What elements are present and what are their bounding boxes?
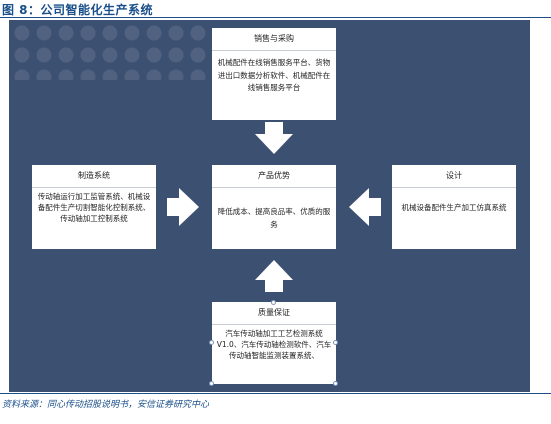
selection-handle-bottom-right[interactable]: [333, 381, 338, 386]
design-box-title: 设计: [392, 165, 516, 188]
arrow-right-icon: [167, 188, 199, 226]
sales-box: 销售与采购 机械配件在线销售服务平台、货物进出口数据分析软件、机械配件在线销售服…: [212, 28, 336, 120]
sales-box-body: 机械配件在线销售服务平台、货物进出口数据分析软件、机械配件在线销售服务平台: [217, 58, 331, 92]
manufacturing-box-title: 制造系统: [32, 165, 156, 188]
dot-pattern: [9, 20, 214, 80]
title-rule: [0, 17, 551, 18]
selection-handle-right[interactable]: [333, 340, 338, 345]
diagram-canvas: 销售与采购 机械配件在线销售服务平台、货物进出口数据分析软件、机械配件在线销售服…: [9, 20, 530, 392]
quality-box-title: 质量保证: [212, 302, 336, 325]
arrow-left-icon: [349, 188, 381, 226]
selection-handle-left[interactable]: [209, 340, 214, 345]
source-rule: [0, 393, 551, 394]
quality-box[interactable]: 质量保证 汽车传动轴加工工艺检测系统V1.0、汽车传动轴检测软件、汽车传动轴智能…: [212, 302, 336, 384]
manufacturing-box: 制造系统 传动轴运行加工监管系统、机械设备配件生产切割智能化控制系统、传动轴加工…: [32, 165, 156, 249]
design-box: 设计 机械设备配件生产加工仿真系统: [392, 165, 516, 249]
manufacturing-box-body: 传动轴运行加工监管系统、机械设备配件生产切割智能化控制系统、传动轴加工控制系统: [37, 192, 151, 223]
arrow-up-icon: [255, 260, 293, 292]
selection-handle-top[interactable]: [271, 300, 276, 305]
arrow-down-icon: [255, 122, 293, 154]
sales-box-title: 销售与采购: [212, 28, 336, 51]
figure-title: 图 8：公司智能化生产系统: [2, 3, 154, 17]
quality-box-body: 汽车传动轴加工工艺检测系统V1.0、汽车传动轴检测软件、汽车传动轴智能监测装置系…: [216, 329, 332, 360]
center-box-body: 降低成本、提高良品率、优质的服务: [217, 207, 331, 229]
center-box-title: 产品优势: [212, 165, 336, 188]
figure-source: 资料来源：同心传动招股说明书，安信证券研究中心: [2, 400, 210, 410]
center-box: 产品优势 降低成本、提高良品率、优质的服务: [212, 165, 336, 249]
selection-handle-bottom-left[interactable]: [209, 381, 214, 386]
design-box-body: 机械设备配件生产加工仿真系统: [401, 203, 507, 212]
